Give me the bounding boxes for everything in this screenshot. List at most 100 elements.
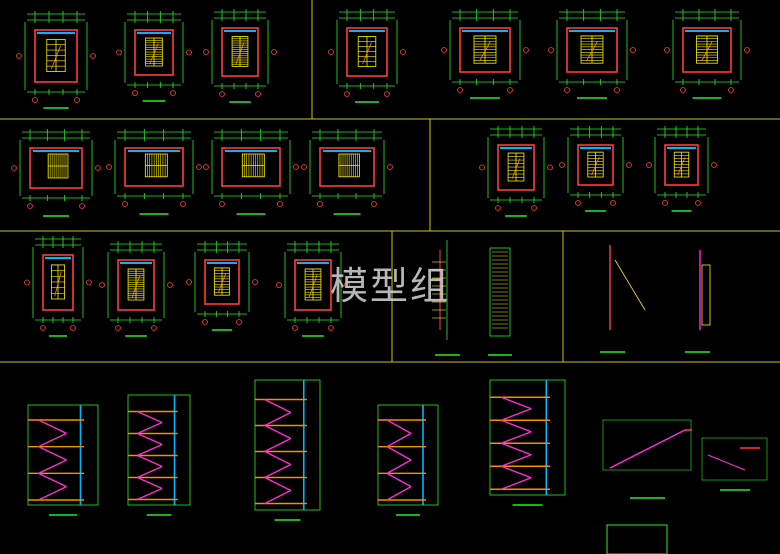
detail-1 <box>432 240 460 356</box>
axis-bubble <box>170 90 176 96</box>
wall-outline <box>497 144 535 191</box>
stair-run <box>500 465 532 479</box>
axis-bubble <box>507 87 513 93</box>
axis-bubble <box>167 282 173 288</box>
wall-outline <box>42 254 74 311</box>
section-5 <box>489 379 566 506</box>
detail-4 <box>685 250 711 353</box>
stair-run <box>38 432 67 448</box>
axis-bubble <box>531 205 537 211</box>
wall-outline <box>134 29 174 76</box>
stair-run <box>137 454 163 468</box>
axis-bubble <box>271 49 277 55</box>
walk-line <box>511 158 521 179</box>
title-block <box>606 524 668 554</box>
walk-line <box>217 273 227 294</box>
axis-bubble <box>11 165 17 171</box>
axis-bubble <box>384 91 390 97</box>
axis-bubble <box>219 201 225 207</box>
stair-run <box>38 459 67 474</box>
axis-bubble <box>203 164 209 170</box>
plan-12 <box>479 126 553 217</box>
stair-run <box>264 411 292 427</box>
walk-line <box>362 42 372 65</box>
wall-outline <box>346 27 388 77</box>
axis-bubble <box>27 203 33 209</box>
walk-line <box>131 274 141 298</box>
axis-bubble <box>344 282 350 288</box>
section-4 <box>377 404 439 516</box>
wall-outline <box>577 144 614 186</box>
axis-bubble <box>236 319 242 325</box>
detail-3 <box>600 245 646 353</box>
stair-run <box>38 486 67 501</box>
axis-bubble <box>626 162 632 168</box>
stair-run <box>137 410 163 424</box>
axis-bubble <box>122 201 128 207</box>
axis-bubble <box>219 91 225 97</box>
axis-bubble <box>344 91 350 97</box>
axis-bubble <box>387 164 393 170</box>
axis-bubble <box>301 164 307 170</box>
detail-frame <box>701 437 768 481</box>
wall-outline <box>117 259 155 311</box>
axis-bubble <box>328 49 334 55</box>
detail-5 <box>602 419 692 499</box>
section-3 <box>254 379 321 521</box>
axis-bubble <box>16 53 22 59</box>
plan-3 <box>203 9 277 103</box>
stair-run <box>609 429 686 469</box>
axis-bubble <box>74 97 80 103</box>
walk-line <box>591 156 600 176</box>
axis-bubble <box>610 200 616 206</box>
plan-9 <box>106 129 202 215</box>
stair-run <box>264 424 292 440</box>
axis-bubble <box>203 49 209 55</box>
axis-bubble <box>116 49 122 56</box>
stair-run <box>264 476 292 492</box>
detail-stair <box>614 259 646 311</box>
plan-1 <box>16 11 96 109</box>
axis-bubble <box>32 97 38 103</box>
stair-drawings <box>11 9 768 521</box>
wall-outline <box>221 147 281 187</box>
detail-frame <box>602 419 692 471</box>
plan-17 <box>186 241 258 331</box>
axis-bubble <box>132 90 138 96</box>
stair-run <box>38 446 67 461</box>
wall-outline <box>204 259 240 305</box>
axis-bubble <box>86 279 92 286</box>
wall-outline <box>682 27 732 73</box>
wall-outline <box>459 27 511 73</box>
axis-bubble <box>457 87 463 93</box>
axis-bubble <box>664 47 670 53</box>
stair-run <box>500 396 532 410</box>
axis-bubble <box>90 53 96 59</box>
wall-outline <box>319 147 375 187</box>
axis-bubble <box>371 201 377 207</box>
axis-bubble <box>495 205 501 211</box>
wall-outline <box>566 27 618 73</box>
wall-outline <box>124 147 184 187</box>
walk-line <box>235 42 245 65</box>
stair-run <box>38 419 67 434</box>
axis-bubble <box>115 325 121 331</box>
axis-bubble <box>186 279 192 285</box>
axis-bubble <box>548 47 554 53</box>
axis-bubble <box>614 87 620 93</box>
section-frame <box>27 404 99 506</box>
stair-run <box>707 454 746 471</box>
axis-bubble <box>317 201 323 207</box>
axis-bubble <box>575 200 581 206</box>
axis-bubble <box>646 162 652 168</box>
wall-outline <box>294 259 332 311</box>
walk-line <box>308 274 318 298</box>
axis-bubble <box>744 47 750 53</box>
stair-run <box>137 476 163 490</box>
axis-bubble <box>523 47 529 53</box>
plan-4 <box>328 9 406 103</box>
stair-run <box>500 419 532 433</box>
axis-bubble <box>728 87 734 93</box>
